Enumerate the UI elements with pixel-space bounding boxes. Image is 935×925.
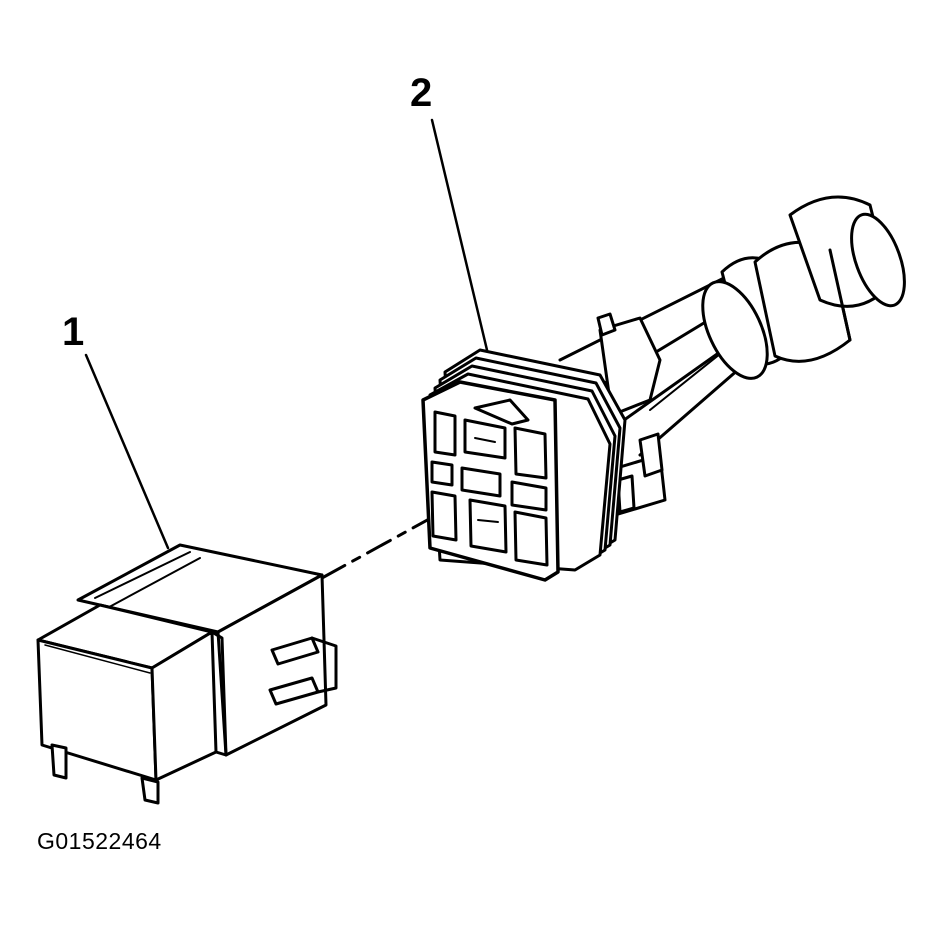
callout-number-2: 2 (410, 71, 433, 115)
leader-line-2 (430, 118, 489, 352)
leader-line-1 (84, 353, 170, 550)
connector-harness (421, 195, 906, 582)
figure-id-label: G01522464 (37, 828, 162, 854)
callout-number-1: 1 (62, 310, 85, 354)
relay (36, 543, 338, 805)
